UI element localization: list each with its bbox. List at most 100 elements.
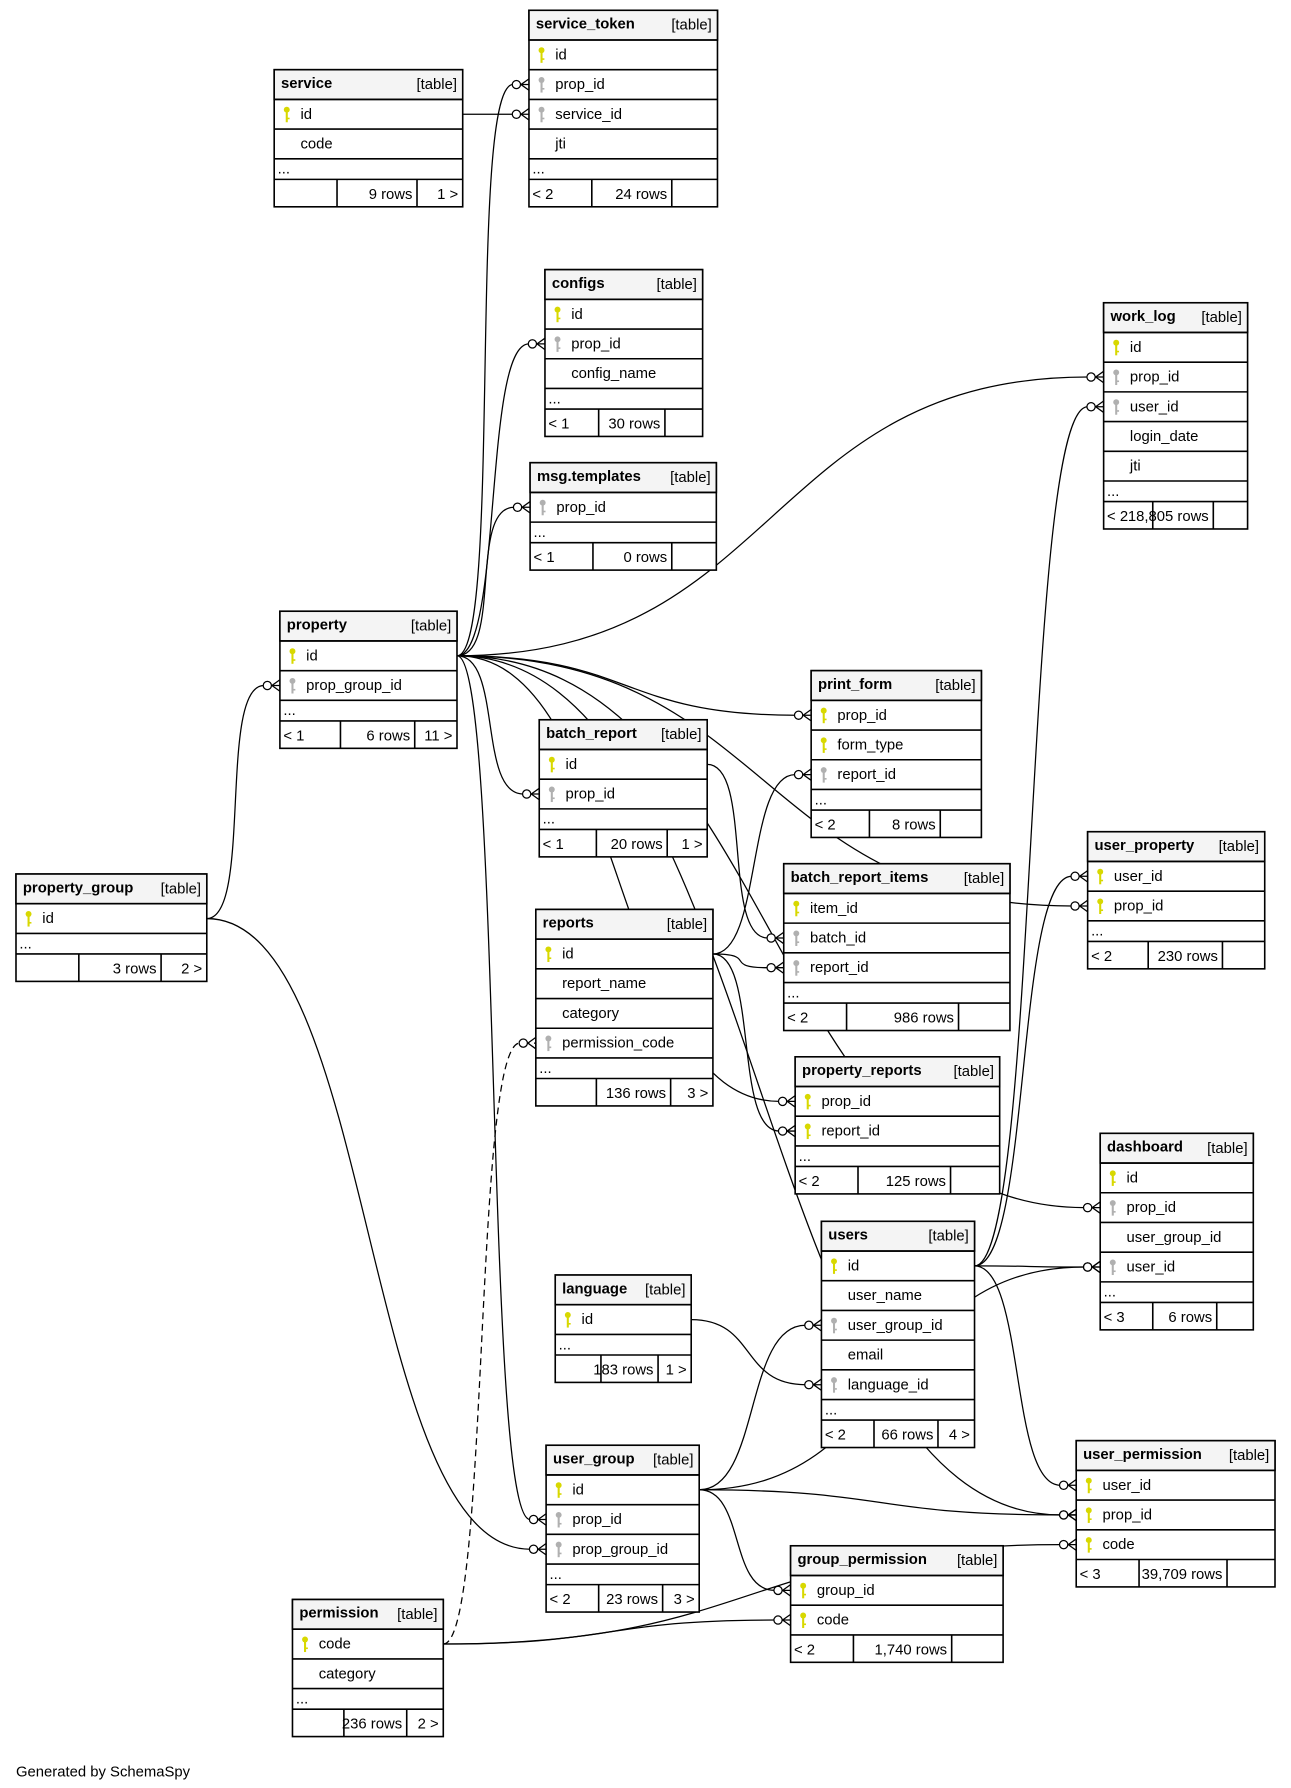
more-columns-row[interactable]: ... [815,792,827,808]
prev-link[interactable]: < 1 [543,837,564,853]
column-row[interactable]: id [554,306,583,323]
column-row[interactable]: id [831,1258,859,1274]
prev-link[interactable]: < 2 [794,1642,815,1658]
column-row[interactable]: item_id [793,900,858,917]
more-columns-row[interactable]: ... [19,936,31,952]
prev-link[interactable]: < 2 [799,1174,820,1190]
column-row[interactable]: email [848,1348,883,1364]
column-row[interactable]: id [283,106,312,123]
column-row[interactable]: jti [554,137,566,153]
column-row[interactable]: user_group_id [831,1317,943,1334]
column-row[interactable]: report_id [804,1123,880,1140]
column-row[interactable]: config_name [571,366,656,382]
more-columns-row[interactable]: ... [787,985,799,1001]
next-link[interactable]: 11 > [424,728,452,744]
more-columns-row[interactable]: ... [539,1061,551,1077]
column-row[interactable]: id [545,946,574,963]
prev-link[interactable]: < 2 [1091,949,1112,965]
prev-link[interactable]: < 2 [532,187,553,203]
column-row[interactable]: prop_group_id [289,677,402,694]
table-property_reports[interactable]: property_reports[table]prop_idreport_id.… [794,1056,1001,1195]
next-link[interactable]: 1 > [682,837,703,853]
more-columns-row[interactable]: ... [283,703,295,719]
prev-link[interactable]: < 1 [548,416,569,432]
table-dashboard[interactable]: dashboard[table]idprop_iduser_group_idus… [1099,1132,1255,1331]
column-row[interactable]: prop_id [555,1511,622,1528]
next-link[interactable]: 3 > [687,1086,708,1102]
column-row[interactable]: prop_id [1097,898,1163,915]
column-row[interactable]: prop_id [1085,1507,1152,1524]
more-columns-row[interactable]: ... [534,525,546,541]
prev-link[interactable]: < 2 [787,1011,808,1027]
prev-link[interactable]: < 2 [550,1592,571,1608]
table-reports[interactable]: reports[table]idreport_namecategorypermi… [535,908,714,1107]
column-row[interactable]: user_group_id [1126,1230,1221,1246]
column-row[interactable]: report_id [793,960,869,976]
column-row[interactable]: prop_id [820,707,887,724]
column-row[interactable]: id [555,1482,584,1498]
more-columns-row[interactable]: ... [559,1337,571,1353]
column-row[interactable]: batch_id [793,930,866,947]
column-row[interactable]: id [548,756,577,773]
column-row[interactable]: user_id [1085,1477,1151,1494]
column-row[interactable]: group_id [800,1582,875,1599]
column-row[interactable]: user_name [848,1288,922,1304]
next-link[interactable]: 2 > [418,1717,439,1733]
column-row[interactable]: code [1085,1537,1135,1553]
column-row[interactable]: prop_id [1109,1200,1176,1216]
next-link[interactable]: 1 > [437,187,458,203]
column-row[interactable]: category [319,1666,377,1682]
next-link[interactable]: 3 > [674,1592,695,1608]
more-columns-row[interactable]: ... [532,162,544,178]
column-row[interactable]: code [300,137,332,153]
table-service_token[interactable]: service_token[table]idprop_idservice_idj… [528,9,719,208]
column-row[interactable]: form_type [820,737,904,753]
prev-link[interactable]: < 2 [815,817,836,833]
column-row[interactable]: category [562,1006,620,1022]
column-row[interactable]: report_id [820,767,896,783]
column-row[interactable]: id [1109,1170,1138,1186]
more-columns-row[interactable]: ... [1104,1285,1116,1301]
more-columns-row[interactable]: ... [543,812,555,828]
more-columns-row[interactable]: ... [1091,924,1103,940]
column-row[interactable]: jti [1129,459,1141,475]
next-link[interactable]: 4 > [949,1428,970,1444]
table-user_group[interactable]: user_group[table]idprop_idprop_group_id.… [545,1444,700,1613]
column-row[interactable]: user_id [1097,868,1163,885]
column-row[interactable]: report_name [562,976,646,992]
table-users[interactable]: users[table]iduser_nameuser_group_idemai… [820,1220,976,1449]
column-row[interactable]: user_id [1113,399,1179,415]
column-row[interactable]: id [289,648,318,664]
table-work_log[interactable]: work_log[table]idprop_iduser_idlogin_dat… [1102,301,1249,530]
column-row[interactable]: prop_id [538,77,605,93]
column-row[interactable]: service_id [538,106,623,123]
more-columns-row[interactable]: ... [278,162,290,178]
column-row[interactable]: prop_id [539,499,606,516]
column-row[interactable]: id [1113,339,1141,356]
prev-link[interactable]: < 3 [1080,1567,1101,1583]
more-columns-row[interactable]: ... [799,1149,811,1165]
column-row[interactable]: id [538,47,567,63]
column-row[interactable]: language_id [831,1377,929,1393]
column-row[interactable]: permission_code [545,1035,674,1052]
column-row[interactable]: prop_id [1113,369,1179,386]
more-columns-row[interactable]: ... [1107,484,1119,500]
column-row[interactable]: prop_group_id [555,1541,668,1558]
column-row[interactable]: login_date [1130,429,1199,445]
column-row[interactable]: prop_id [804,1093,871,1110]
more-columns-row[interactable]: ... [550,1567,562,1583]
prev-link[interactable]: < 2 [1107,509,1128,525]
table-print_form[interactable]: print_form[table]prop_idform_typereport_… [810,669,983,839]
column-row[interactable]: user_id [1109,1259,1175,1276]
column-row[interactable]: id [25,911,54,927]
table-batch_report_items[interactable]: batch_report_items[table]item_idbatch_id… [782,862,1011,1032]
table-user_permission[interactable]: user_permission[table]user_idprop_idcode… [1075,1439,1276,1588]
